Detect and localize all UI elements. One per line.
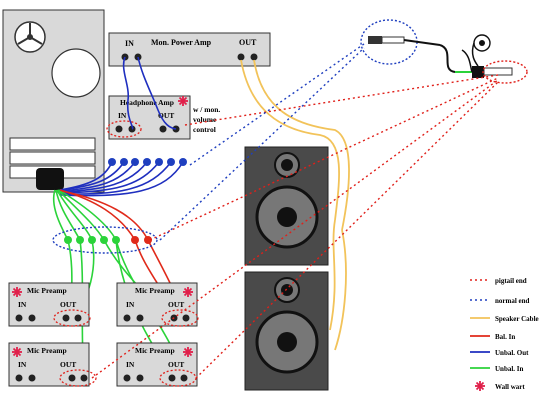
legend-label-unbal-out: Unbal. Out <box>495 349 529 357</box>
green-connectors <box>64 236 120 244</box>
mic-preamp-4-out: OUT <box>168 360 184 369</box>
mic-preamp-1-out: OUT <box>60 300 76 309</box>
power-amp-in-label: IN <box>125 39 134 48</box>
mic-preamp-3: Mic Preamp IN OUT <box>8 342 90 387</box>
mic-preamp-2-in: IN <box>126 300 135 309</box>
legend-label-pigtail: pigtail end <box>495 277 527 285</box>
legend-label-bal-in: Bal. In <box>495 333 515 341</box>
headphone-amp-title: Headphone Amp <box>120 98 174 107</box>
wall-wart-icon <box>12 347 22 357</box>
mic-preamp-2-out: OUT <box>168 300 184 309</box>
headphone-amp-in-label: IN <box>118 111 127 120</box>
mic-preamp-2: Mic Preamp IN OUT <box>116 282 198 327</box>
mic-preamp-1-in: IN <box>18 300 27 309</box>
mic-preamp-3-in: IN <box>18 360 27 369</box>
red-connectors <box>131 236 152 244</box>
normal-end-links <box>159 43 365 241</box>
tape-machine <box>2 9 105 193</box>
legend-label-speaker: Speaker Cable <box>495 315 539 323</box>
connector-bundle-outline <box>52 226 158 254</box>
speaker-cables <box>240 59 350 351</box>
speaker-top <box>244 146 329 266</box>
mic-preamp-1: Mic Preamp IN OUT <box>8 282 90 327</box>
wall-wart-icon <box>183 347 193 357</box>
mic-preamp-4-in: IN <box>126 360 135 369</box>
headphone-note-line2: volume <box>193 115 217 124</box>
legend-label-unbal-in: Unbal. In <box>495 365 524 373</box>
headphone-pigtail <box>360 19 528 84</box>
headphone-note-line1: w / mon. <box>193 105 220 114</box>
mic-preamp-3-title: Mic Preamp <box>27 346 67 355</box>
legend-label-wall-wart: Wall wart <box>495 383 525 391</box>
power-amp-out-label: OUT <box>239 38 257 47</box>
wall-wart-icon <box>178 96 188 106</box>
pigtail-end-links <box>91 74 499 379</box>
mic-preamp-4-title: Mic Preamp <box>135 346 175 355</box>
mic-preamp-4: Mic Preamp IN OUT <box>116 342 198 387</box>
headphone-note-line3: control <box>193 125 216 134</box>
wall-wart-icons <box>12 96 193 357</box>
mic-preamp-1-title: Mic Preamp <box>27 286 67 295</box>
pigtail-outlines <box>53 120 199 387</box>
wall-wart-icon <box>12 287 22 297</box>
headphone-amp-out-label: OUT <box>158 111 174 120</box>
monitor-power-amp: Mon. Power Amp IN OUT <box>108 32 271 67</box>
unbal-out-cables <box>59 56 184 197</box>
wall-wart-icon <box>183 287 193 297</box>
legend-swatch-wall-wart <box>475 381 485 391</box>
legend: pigtail end normal end Speaker Cable Bal… <box>470 277 539 391</box>
mic-preamp-3-out: OUT <box>60 360 76 369</box>
mic-preamp-2-title: Mic Preamp <box>135 286 175 295</box>
legend-label-normal: normal end <box>495 297 530 305</box>
power-amp-title: Mon. Power Amp <box>151 38 212 47</box>
blue-connectors <box>108 158 187 166</box>
speaker-bottom <box>244 271 329 391</box>
headphone-amp: Headphone Amp IN OUT w / mon. volume con… <box>108 95 220 140</box>
